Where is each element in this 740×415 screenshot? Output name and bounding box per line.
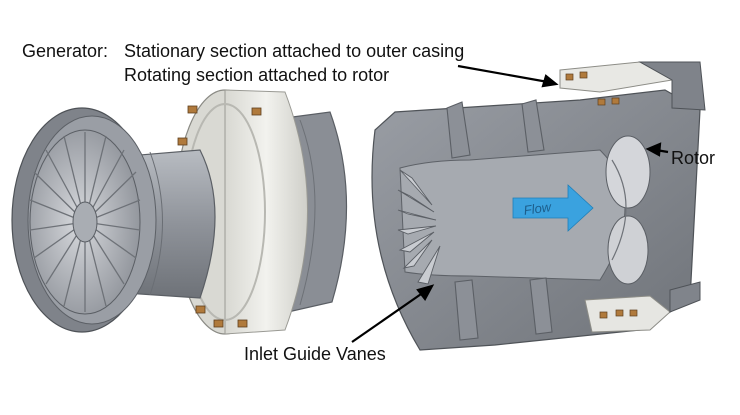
generator-rotating-label: Rotating section attached to rotor xyxy=(124,65,390,85)
cutaway-turbine: Flow xyxy=(371,61,706,351)
generator-stationary-label: Stationary section attached to outer cas… xyxy=(124,41,465,61)
generator-label: Generator: xyxy=(22,41,109,61)
generator-stator-bottom xyxy=(584,281,701,333)
igv-leader-arrowhead xyxy=(416,284,435,302)
inlet-guide-vanes xyxy=(397,169,441,285)
rotor-leader-arrowhead xyxy=(645,142,662,157)
rotor-label: Rotor xyxy=(671,148,716,168)
igv-leader-line xyxy=(351,291,425,343)
inlet-guide-vanes-label: Inlet Guide Vanes xyxy=(244,344,386,364)
generator-leader-arrowhead xyxy=(541,74,559,88)
assembled-turbine xyxy=(11,89,348,335)
generator-stator-top xyxy=(559,61,706,111)
rotor xyxy=(605,135,651,285)
intake-rotor-blades xyxy=(29,129,141,315)
flow-label: Flow xyxy=(523,199,554,218)
leader-lines xyxy=(351,64,669,343)
generator-leader-line xyxy=(457,64,549,84)
flow-arrow: Flow xyxy=(512,184,594,232)
